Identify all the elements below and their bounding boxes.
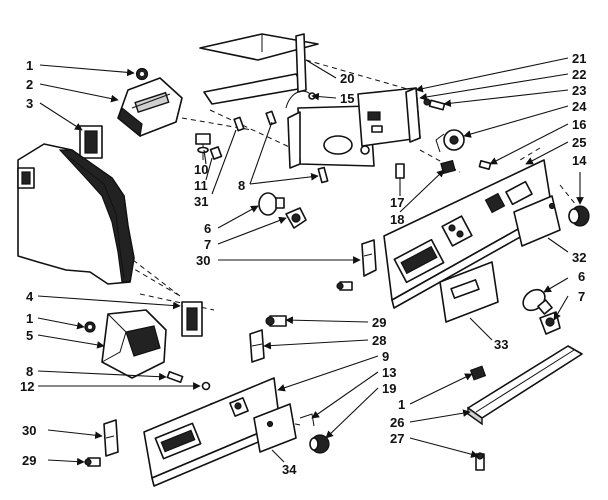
part-5-housing-lower (101, 309, 167, 379)
callout-label: 6 (204, 221, 211, 236)
callout-label: 28 (372, 333, 386, 348)
callout-label: 1 (26, 58, 33, 73)
callout-label: 32 (572, 250, 586, 265)
callout-label: 8 (26, 364, 33, 379)
callout-label: 30 (196, 253, 210, 268)
callout-label: 13 (382, 365, 396, 380)
part-32-cover-plate (513, 195, 561, 247)
part-24-thermostat (435, 129, 465, 153)
part-29-pin-upper (336, 281, 353, 291)
callout-label: 24 (572, 99, 587, 114)
callout-label: 26 (390, 415, 404, 430)
part-8-screws-upper (317, 166, 329, 184)
callout-label: 16 (572, 117, 586, 132)
callout-label: 15 (340, 91, 354, 106)
callout-label: 6 (578, 269, 585, 284)
callout-label: 29 (22, 453, 36, 468)
part-29-pin-lower (84, 457, 101, 467)
part-26-trim-strip (467, 345, 583, 426)
part-15-clip (285, 90, 316, 109)
callout-label: 4 (26, 289, 34, 304)
callout-label: 29 (372, 315, 386, 330)
callout-label: 10 (194, 162, 208, 177)
callout-label: 20 (340, 71, 354, 86)
callout-label: 14 (572, 153, 587, 168)
part-6-lamp-upper (258, 192, 285, 216)
callout-label: 7 (204, 237, 211, 252)
part-30-bracket-lower (103, 419, 119, 457)
callout-label: 7 (578, 289, 585, 304)
part-7-lamp-socket-upper (285, 207, 307, 229)
callout-label: 3 (26, 96, 33, 111)
part-16-screw (478, 160, 492, 170)
part-1-nut-lower (84, 321, 96, 333)
callout-label: 21 (572, 51, 586, 66)
part-29-pin-middle (265, 315, 287, 327)
part-17-18-switch (395, 159, 456, 179)
part-10-11-fasteners (195, 110, 277, 160)
callout-label: 11 (194, 178, 208, 193)
callout-label: 22 (572, 67, 586, 82)
callout-label: 1 (398, 397, 405, 412)
part-12-screw (201, 381, 211, 391)
callout-label: 8 (238, 178, 245, 193)
callout-label: 1 (26, 311, 33, 326)
part-30-bracket-upper (361, 239, 377, 277)
part-34-plate (253, 403, 297, 453)
part-14-knob (568, 205, 590, 227)
part-9-control-panel-lower (143, 377, 283, 487)
leader-lines (37, 57, 584, 466)
cabinet-liner (17, 143, 135, 285)
part-13-clip (299, 413, 315, 427)
callout-label: 2 (26, 77, 33, 92)
part-2-control-housing (117, 77, 183, 138)
bracket-housing (287, 105, 375, 169)
callout-label: 12 (20, 379, 34, 394)
callout-label: 17 (390, 195, 404, 210)
part-33-lens (439, 261, 499, 323)
callout-label: 9 (382, 349, 389, 364)
callout-label: 31 (194, 194, 208, 209)
callout-label: 19 (382, 381, 396, 396)
callout-label: 23 (572, 83, 586, 98)
callout-label: 27 (390, 431, 404, 446)
part-28-bracket (249, 329, 265, 363)
part-8-screw-lower (166, 370, 184, 384)
part-20-top-cover (199, 33, 319, 105)
callout-label: 18 (390, 212, 404, 227)
part-23-screw (423, 98, 446, 111)
callout-labels: 1 2 3 4 1 5 8 12 30 29 10 11 31 8 6 7 30… (20, 51, 587, 477)
callout-label: 30 (22, 423, 36, 438)
callout-label: 25 (572, 135, 586, 150)
callout-label: 5 (26, 328, 33, 343)
part-4-gasket (181, 301, 203, 337)
part-1-nut-top (135, 67, 149, 81)
part-3-gasket (79, 125, 103, 159)
part-19-knob (309, 434, 330, 454)
part-1-nut-right (469, 365, 487, 381)
part-6-lamp-lower-right (522, 288, 553, 315)
callout-label: 34 (282, 462, 297, 477)
part-21-switch-plate (357, 87, 421, 155)
callout-label: 33 (494, 337, 508, 352)
